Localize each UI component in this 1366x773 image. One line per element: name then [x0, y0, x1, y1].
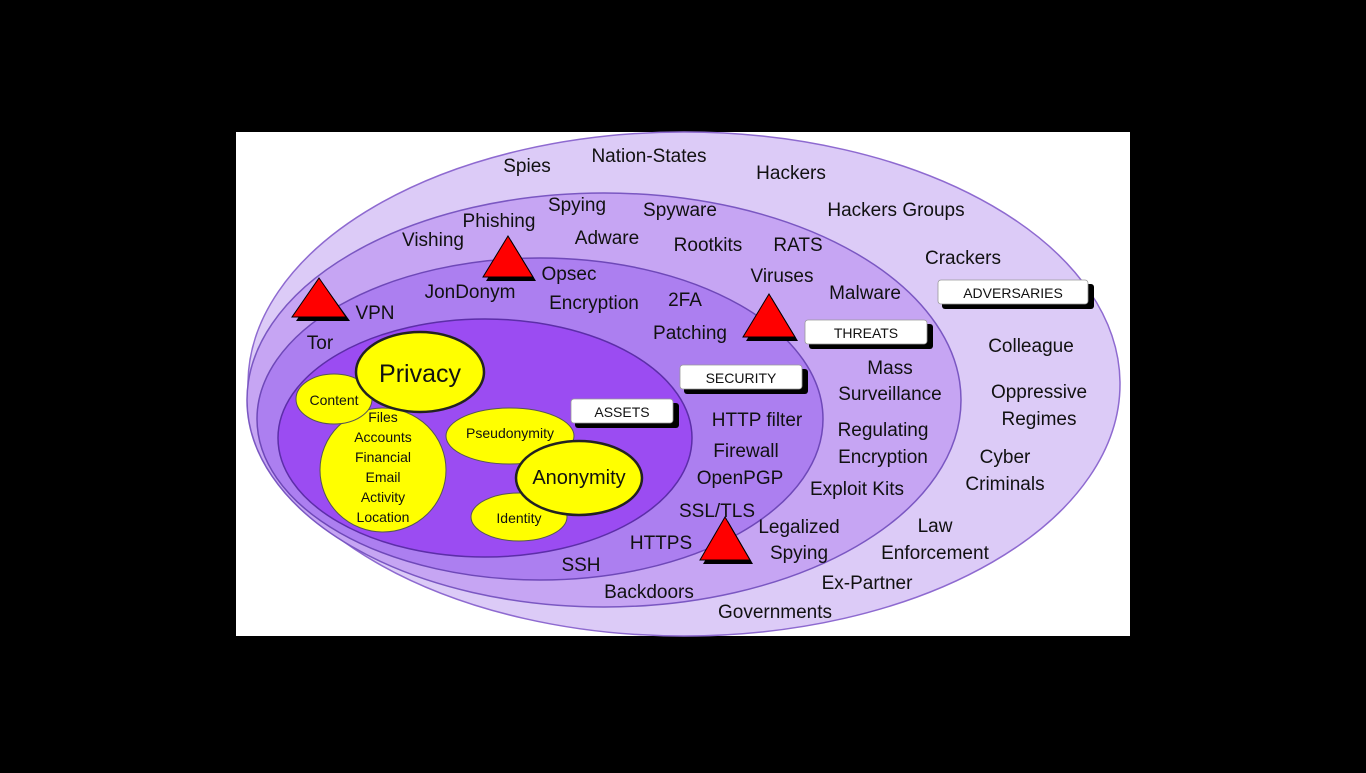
threat-phishing: Phishing — [463, 211, 536, 232]
threat-backdoors: Backdoors — [604, 582, 694, 603]
asset-identity: Identity — [496, 510, 541, 526]
adversaries-label: ADVERSARIES — [963, 285, 1063, 301]
security-firewall: Firewall — [713, 441, 778, 462]
threat-exploit-kits: Exploit Kits — [810, 479, 904, 500]
security-tor: Tor — [307, 333, 334, 354]
asset-financial: Financial — [355, 449, 411, 465]
security-label-box — [679, 364, 803, 390]
asset-anonymity: Anonymity — [532, 467, 625, 489]
adversary-oppressive: Oppressive — [991, 382, 1087, 403]
asset-activity: Activity — [361, 489, 405, 505]
threat-regulating: Regulating — [838, 420, 929, 441]
threat-legalized: Legalized — [758, 517, 839, 538]
warning-triangle-icon — [482, 235, 534, 278]
asset-files: Files — [368, 409, 398, 425]
anonymity-bubble — [514, 439, 644, 517]
threat-surveillance: Surveillance — [838, 384, 942, 405]
threat-spying: Spying — [548, 195, 606, 216]
threats-label-box — [804, 319, 928, 345]
asset-email: Email — [365, 469, 400, 485]
adversary-colleague: Colleague — [988, 336, 1074, 357]
warning-triangle-icon — [742, 293, 796, 338]
security-ssh: SSH — [561, 555, 600, 576]
adversary-criminals: Criminals — [965, 474, 1044, 495]
assets-label: ASSETS — [594, 404, 649, 420]
security-jondonym: JonDonym — [425, 282, 516, 303]
asset-privacy: Privacy — [379, 360, 461, 388]
threat-vishing: Vishing — [402, 230, 464, 251]
asset-pseudonymity: Pseudonymity — [466, 425, 554, 441]
threat-rats: RATS — [773, 235, 822, 256]
security-patching: Patching — [653, 323, 727, 344]
adversary-law: Law — [918, 516, 953, 537]
adversary-regimes: Regimes — [1002, 409, 1077, 430]
adversary-nation-states: Nation-States — [591, 146, 706, 167]
asset-accounts: Accounts — [354, 429, 412, 445]
threats-label: THREATS — [834, 325, 898, 341]
threat-encryption: Encryption — [838, 447, 928, 468]
adversary-governments: Governments — [718, 602, 832, 623]
privacy-bubble — [354, 330, 486, 414]
security-openpgp: OpenPGP — [697, 468, 784, 489]
security-ssl-tls: SSL/TLS — [679, 501, 755, 522]
warning-triangle-icon — [699, 516, 751, 561]
security-label: SECURITY — [706, 370, 777, 386]
security-opsec: Opsec — [542, 264, 597, 285]
adversary-hackers: Hackers — [756, 163, 826, 184]
adversary-ex-partner: Ex-Partner — [822, 573, 913, 594]
security-http-filter: HTTP filter — [712, 410, 803, 431]
asset-content: Content — [309, 392, 358, 408]
adversary-crackers: Crackers — [925, 248, 1001, 269]
asset-location: Location — [357, 509, 410, 525]
threat-rootkits: Rootkits — [674, 235, 743, 256]
threat-viruses: Viruses — [750, 266, 813, 287]
adversary-cyber: Cyber — [980, 447, 1031, 468]
adversary-hackers-groups: Hackers Groups — [827, 200, 964, 221]
threat-mass: Mass — [867, 358, 912, 379]
security-2fa: 2FA — [668, 290, 702, 311]
assets-label-box — [570, 398, 674, 424]
assets-list-bubble — [319, 407, 447, 533]
adversaries-label-box — [937, 279, 1089, 305]
adversary-enforcement: Enforcement — [881, 543, 989, 564]
threat-spyware: Spyware — [643, 200, 717, 221]
security-https: HTTPS — [630, 533, 692, 554]
adversary-spies: Spies — [503, 156, 551, 177]
security-vpn: VPN — [355, 303, 394, 324]
warning-triangle-icon — [291, 277, 347, 318]
threat-spying-legal: Spying — [770, 543, 828, 564]
threat-malware: Malware — [829, 283, 901, 304]
security-encryption: Encryption — [549, 293, 639, 314]
threat-adware: Adware — [575, 228, 639, 249]
